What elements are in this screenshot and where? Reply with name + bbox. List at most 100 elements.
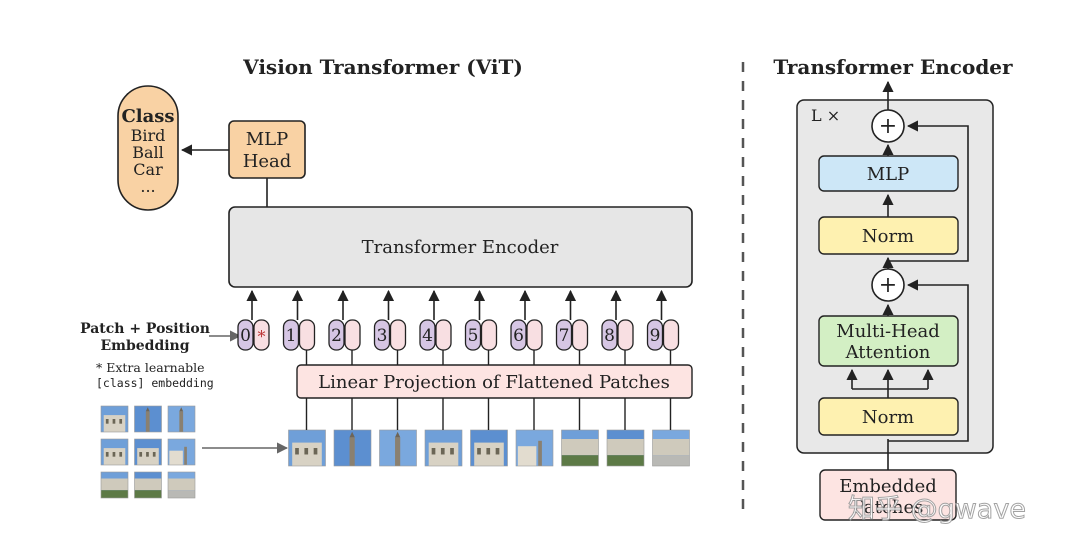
grid-patch-1-window <box>105 419 109 424</box>
note-line2: [class] embedding <box>96 376 214 390</box>
grid-patch-8-ground <box>134 490 162 498</box>
row-patch-1-window <box>313 448 318 455</box>
grid-patch-3-tower <box>179 411 184 432</box>
row-patch-8-ground <box>607 455 644 466</box>
patch-embedding-2 <box>344 319 361 351</box>
grid-patch-5 <box>134 438 162 466</box>
row-patch-3-spire <box>395 431 401 438</box>
token-number-2: 2 <box>331 326 342 346</box>
residual-bottom-path <box>888 279 969 442</box>
position-embedding-0 <box>237 319 254 351</box>
grid-patch-2 <box>134 405 162 433</box>
row-patch-3-tower <box>395 437 401 466</box>
row-patch-4 <box>424 429 463 467</box>
patch-row <box>288 398 690 467</box>
row-patch-8-building <box>607 439 644 456</box>
patch-embedding-4 <box>435 319 452 351</box>
mlp-head: MLP Head <box>228 120 306 179</box>
attention-line1: Multi-Head <box>836 321 939 342</box>
grid-patch-6-building <box>169 450 183 465</box>
grid-patch-6-border <box>167 438 196 466</box>
class-item-ellipsis: ... <box>140 177 155 196</box>
add-top-node: + <box>871 109 905 143</box>
attention-line2: Attention <box>845 342 931 363</box>
row-patch-9 <box>652 429 690 467</box>
row-patch-2-tower <box>349 437 355 466</box>
row-patch-6-tower <box>538 440 542 466</box>
grid-patch-7 <box>100 471 129 499</box>
token-number-6: 6 <box>513 326 524 346</box>
grid-patch-2-spire <box>145 407 150 412</box>
vit-title: Vision Transformer (ViT) <box>242 55 523 79</box>
position-embedding-4 <box>419 319 436 351</box>
embedded-line1: Embedded <box>839 476 937 497</box>
row-patch-2 <box>333 429 372 467</box>
position-embedding-8 <box>601 319 618 351</box>
projection-label: Linear Projection of Flattened Patches <box>318 372 670 393</box>
grid-patch-7-building <box>101 478 128 491</box>
grid-patch-4-window <box>119 452 123 457</box>
grid-patch-9 <box>167 471 196 499</box>
position-embedding-3 <box>373 319 391 351</box>
grid-patch-8-building <box>134 478 162 491</box>
grid-patch-5-window <box>152 452 156 457</box>
class-item-bird: Bird <box>131 126 166 145</box>
grid-patch-1-border <box>100 405 129 433</box>
linear-projection-box: Linear Projection of Flattened Patches <box>296 364 693 399</box>
grid-patch-5-window <box>146 452 149 457</box>
token-8: 8 <box>601 289 634 365</box>
transformer-encoder-box: Transformer Encoder <box>228 206 693 288</box>
note-line1: * Extra learnable <box>96 360 205 375</box>
patch-embedding-5 <box>480 319 498 351</box>
token-number-8: 8 <box>604 326 615 346</box>
position-embedding-9 <box>646 319 664 351</box>
grid-patch-8-border <box>134 471 162 499</box>
grid-patch-5-window <box>139 452 143 457</box>
add-top-symbol: + <box>879 114 897 139</box>
norm-bottom-block: Norm <box>818 397 959 436</box>
class-title: Class <box>121 106 174 127</box>
position-embedding-7 <box>555 319 573 351</box>
qkv-arrows <box>846 368 934 398</box>
patch-embedding-8 <box>617 319 634 351</box>
attention-block: Multi-Head Attention <box>818 315 959 367</box>
repeat-label: L × <box>811 106 840 125</box>
grid-patch-3-border <box>167 405 196 433</box>
row-patch-3 <box>379 429 417 467</box>
token-3: 3 <box>373 289 407 365</box>
grid-patch-6-tower <box>184 446 187 465</box>
watermark: 知乎 @gwave <box>848 494 1026 525</box>
row-patch-7-ground <box>561 455 599 466</box>
patch-embedding-3 <box>389 319 407 351</box>
position-embedding-6 <box>510 319 527 351</box>
token-number-1: 1 <box>286 326 297 346</box>
grid-patch-4-border <box>100 438 129 466</box>
row-patch-5 <box>470 429 508 467</box>
embedded-line2: Patches <box>853 497 924 518</box>
row-patch-6 <box>515 429 554 467</box>
patch-embedding-9 <box>662 319 680 351</box>
grid-patch-4-window <box>105 452 109 457</box>
grid-patch-9-building <box>168 478 195 491</box>
row-patch-5-window <box>486 448 491 455</box>
row-patch-8 <box>606 429 645 467</box>
token-number-5: 5 <box>468 326 479 346</box>
token-0: 0* <box>237 289 270 351</box>
class-box: Class Bird Ball Car ... <box>117 85 179 211</box>
row-patch-7-building <box>561 439 599 456</box>
mlp-head-line1: MLP <box>246 129 289 150</box>
grid-patch-9-ground <box>168 490 195 498</box>
grid-patch-3-spire <box>179 407 184 412</box>
row-patch-1-window <box>295 448 299 455</box>
residual-top-path <box>888 120 969 262</box>
row-patch-9-building <box>652 439 690 456</box>
row-patch-5-window <box>477 448 481 455</box>
position-embedding-1 <box>282 319 300 351</box>
grid-patch-7-border <box>100 471 129 499</box>
patch-embedding-7 <box>571 319 589 351</box>
mlp-block: MLP <box>818 155 959 192</box>
grid-patch-9-border <box>167 471 196 499</box>
row-patch-6-building <box>517 446 537 466</box>
